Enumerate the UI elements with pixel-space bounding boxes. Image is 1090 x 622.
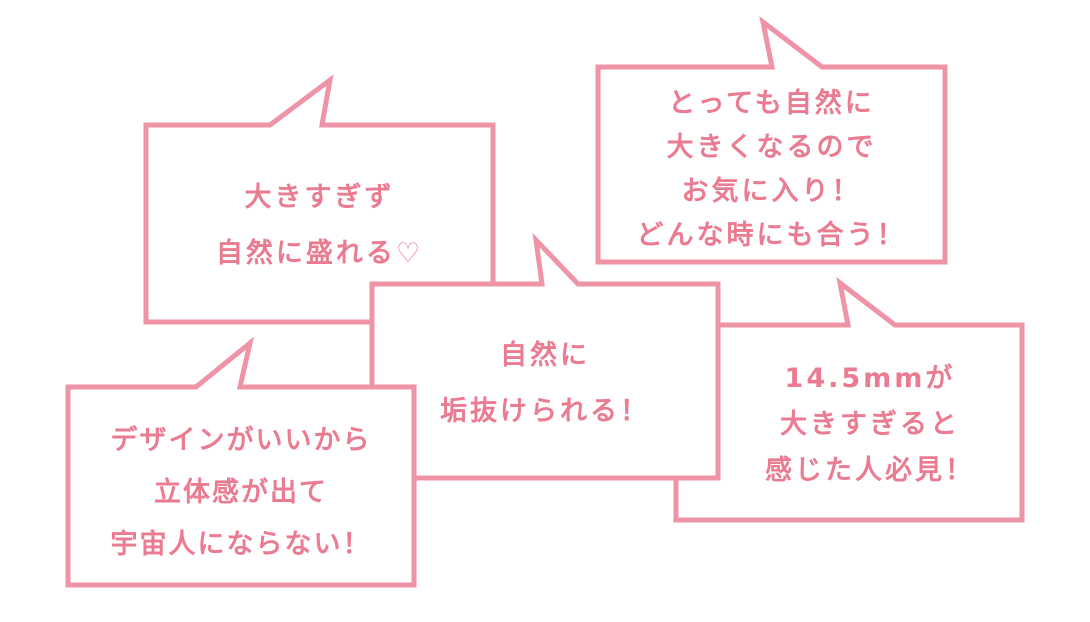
text-line: 大きすぎず — [244, 182, 395, 213]
text-line: 大きすぎると — [780, 409, 960, 440]
speech-bubble-text: 14.5mmが 大きすぎると 感じた人必見！ — [718, 356, 1022, 494]
text-line: 自然に — [500, 340, 590, 371]
speech-bubble-text: 自然に 垢抜けられる！ — [372, 328, 718, 440]
text-line: お気に入り！ — [681, 176, 862, 207]
text-line: 感じた人必見！ — [765, 455, 975, 486]
text-line: どんな時にも合う！ — [636, 220, 907, 251]
text-line: 14.5mmが — [784, 363, 956, 394]
speech-bubble-text: とっても自然に 大きくなるので お気に入り！ どんな時にも合う！ — [598, 82, 945, 258]
speech-bubble-text: デザインがいいから 立体感が出て 宇宙人にならない！ — [68, 415, 414, 571]
text-line: 立体感が出て — [154, 477, 328, 508]
text-line: デザインがいいから — [110, 425, 372, 456]
text-line: 垢抜けられる！ — [440, 396, 650, 427]
text-line: 大きくなるので — [666, 132, 877, 163]
text-line: 自然に盛れる♡ — [215, 238, 424, 269]
text-line: とっても自然に — [668, 88, 875, 119]
text-line: 宇宙人にならない！ — [110, 529, 372, 560]
speech-bubble-text: 大きすぎず 自然に盛れる♡ — [146, 170, 493, 282]
